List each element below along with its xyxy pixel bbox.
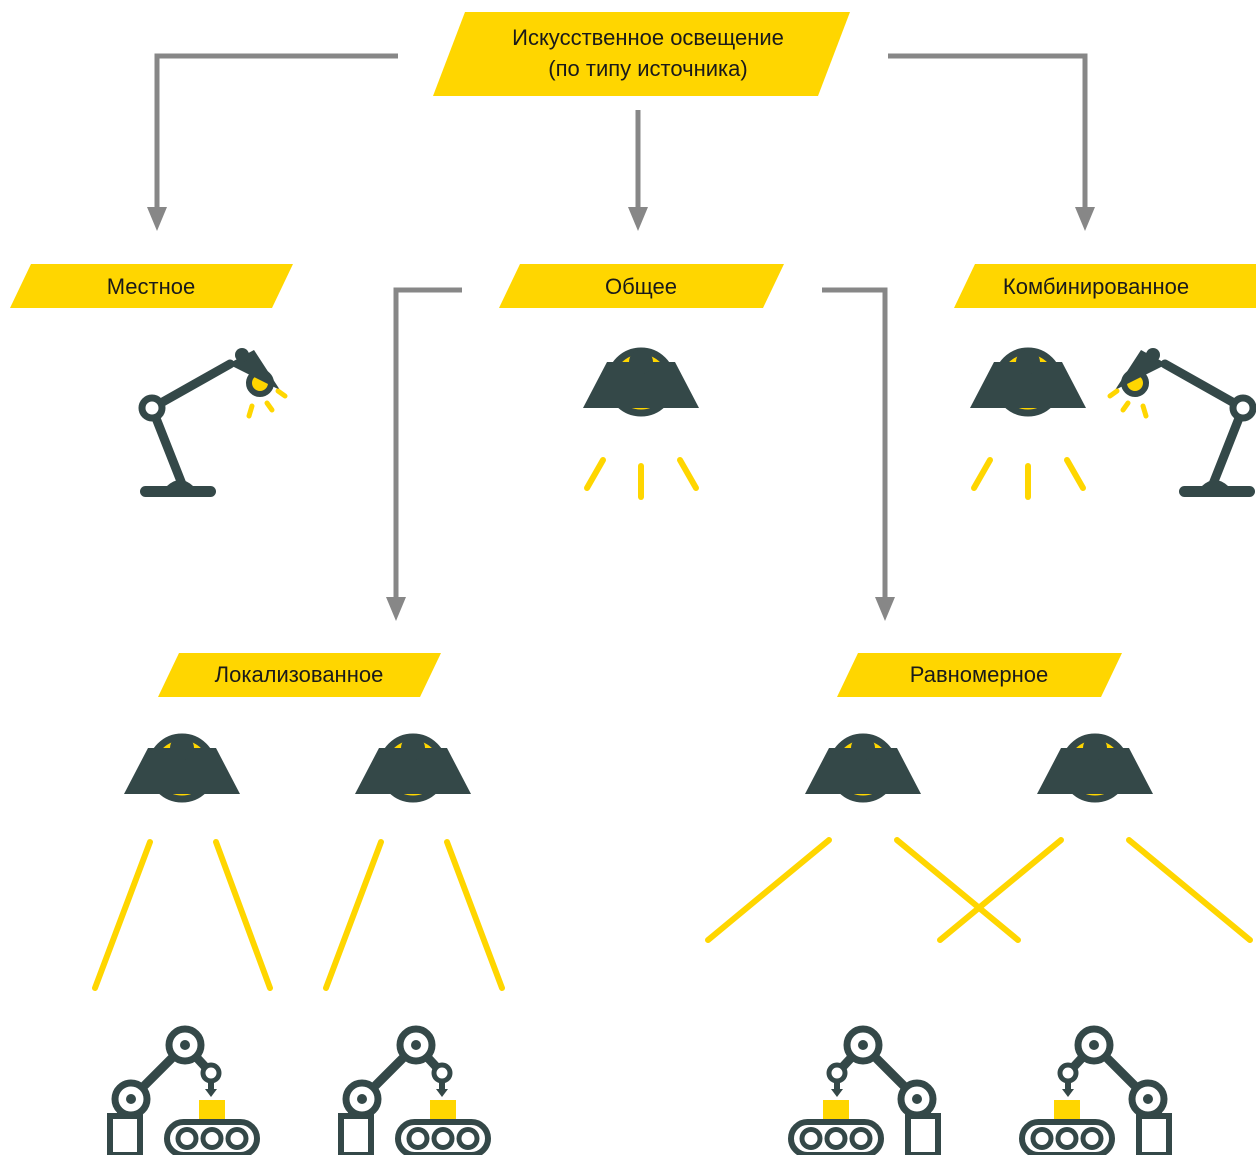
arrowhead-local [147, 207, 167, 231]
subcategory-uniform-shape [837, 653, 1122, 697]
subcategory-localized-label: Локализованное [215, 662, 384, 687]
category-general-shape [499, 264, 784, 308]
arrowhead-localized [386, 597, 406, 621]
root-node: Искусственное освещение (по типу источни… [433, 12, 850, 96]
robot-arm-conveyor-icon [1022, 1029, 1169, 1155]
localized-light-beams [92, 839, 505, 991]
combined-pendant-lamp-icon [970, 350, 1086, 500]
root-node-title-line2: (по типу источника) [548, 56, 747, 81]
robot-arm-conveyor-icon [791, 1029, 938, 1155]
arrowhead-combined [1075, 207, 1095, 231]
subcategory-uniform: Равномерное [837, 653, 1122, 697]
desk-lamp-icon [140, 348, 285, 497]
robot-arm-conveyor-icon [110, 1029, 257, 1155]
arrowhead-uniform [875, 597, 895, 621]
localized-lamp-2 [355, 736, 471, 799]
arrow-root-to-combined [888, 53, 1088, 208]
root-node-shape [433, 12, 850, 96]
root-node-title-line1: Искусственное освещение [512, 25, 784, 50]
category-local-shape [10, 264, 293, 308]
subcategory-localized-shape [158, 653, 441, 697]
category-general-label: Общее [605, 274, 677, 299]
robot-arm-conveyor-icon [341, 1029, 488, 1155]
arrow-general-to-uniform [822, 287, 888, 598]
light-rays [584, 457, 699, 500]
category-local-label: Местное [107, 274, 196, 299]
arrowheads [147, 207, 1095, 621]
light-rays [971, 457, 1086, 500]
arrow-root-to-local [154, 53, 398, 208]
arrow-general-to-localized [393, 287, 462, 598]
category-general: Общее [499, 264, 784, 308]
category-local: Местное [10, 264, 293, 308]
subcategory-localized: Локализованное [158, 653, 441, 697]
uniform-lamp-2 [1037, 736, 1153, 799]
combined-desk-lamp-icon [1110, 348, 1255, 497]
uniform-light-beams [705, 837, 1253, 943]
subcategory-uniform-label: Равномерное [910, 662, 1048, 687]
category-combined: Комбинированное [954, 264, 1256, 308]
pendant-lamp-icon [583, 350, 699, 500]
localized-lamp-1 [124, 736, 240, 799]
category-combined-label: Комбинированное [1003, 274, 1189, 299]
uniform-lamp-1 [805, 736, 921, 799]
category-combined-shape [954, 264, 1256, 308]
connectors [154, 53, 1088, 598]
arrowhead-general [628, 207, 648, 231]
